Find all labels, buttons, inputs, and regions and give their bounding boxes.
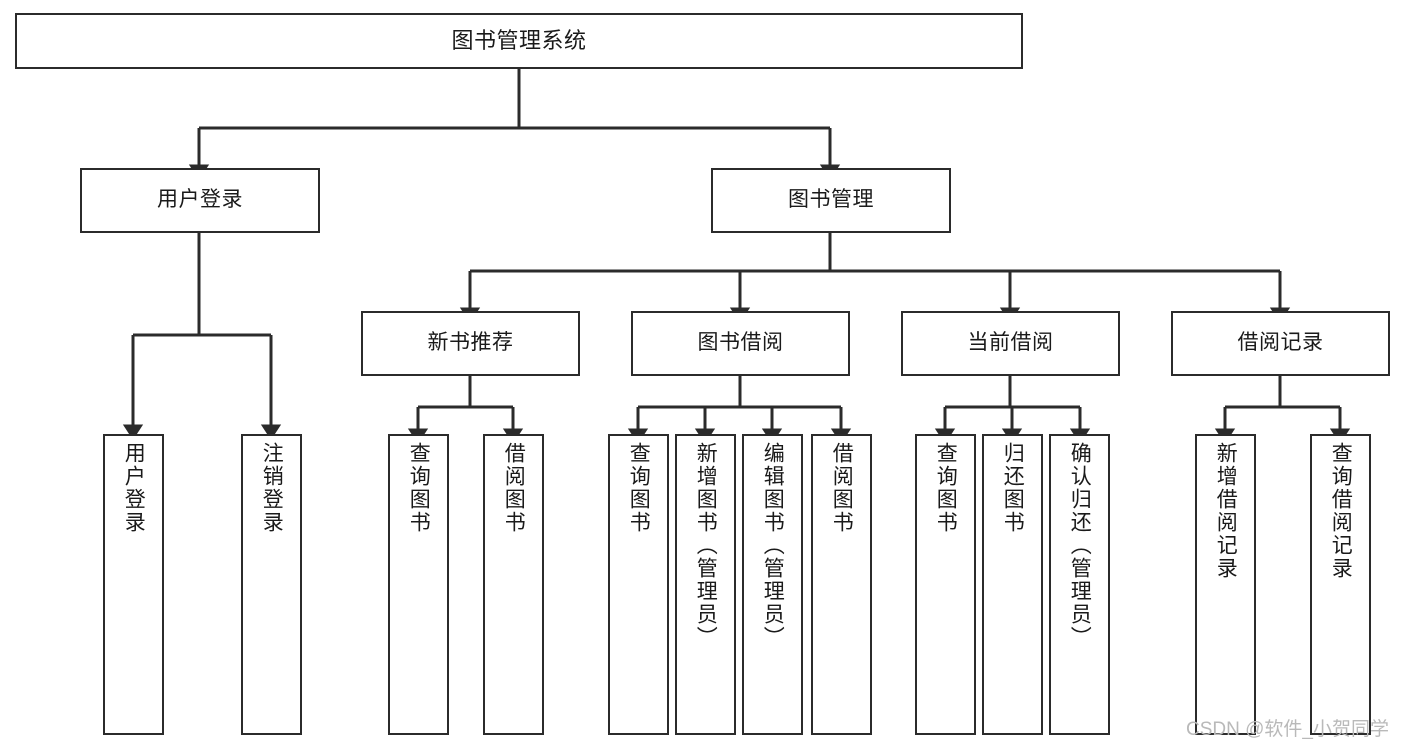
node-label: 借阅记录 [1237, 331, 1324, 355]
node-leaf-query-borrow-record[interactable]: 查询借阅记录 [1310, 434, 1371, 735]
node-book-management[interactable]: 图书管理 [711, 168, 951, 233]
node-label: 图书借阅 [697, 331, 784, 355]
node-label: 新书推荐 [427, 331, 514, 355]
node-leaf-edit-book-admin[interactable]: 编辑图书（管理员） [742, 434, 803, 735]
node-label: 编辑图书（管理员） [761, 442, 785, 649]
node-leaf-add-book-admin[interactable]: 新增图书（管理员） [675, 434, 736, 735]
node-label: 借阅图书 [830, 442, 854, 534]
node-new-book-recommend[interactable]: 新书推荐 [361, 311, 580, 376]
node-leaf-add-borrow-record[interactable]: 新增借阅记录 [1195, 434, 1256, 735]
node-label: 图书管理系统 [451, 28, 587, 54]
node-label: 借阅图书 [502, 442, 526, 534]
node-leaf-borrow-book[interactable]: 借阅图书 [811, 434, 872, 735]
node-label: 查询图书 [934, 442, 958, 534]
node-label: 注销登录 [260, 442, 284, 534]
node-leaf-query-book-recommend[interactable]: 查询图书 [388, 434, 449, 735]
node-label: 查询借阅记录 [1329, 442, 1353, 580]
node-borrow-record[interactable]: 借阅记录 [1171, 311, 1390, 376]
node-root-book-management-system[interactable]: 图书管理系统 [15, 13, 1023, 69]
node-label: 新增图书（管理员） [694, 442, 718, 649]
node-leaf-confirm-return-admin[interactable]: 确认归还（管理员） [1049, 434, 1110, 735]
node-label: 新增借阅记录 [1214, 442, 1238, 580]
node-leaf-user-login[interactable]: 用户登录 [103, 434, 164, 735]
node-label: 确认归还（管理员） [1068, 442, 1092, 649]
node-leaf-query-book-borrow[interactable]: 查询图书 [608, 434, 669, 735]
node-leaf-query-book-current[interactable]: 查询图书 [915, 434, 976, 735]
node-current-borrow[interactable]: 当前借阅 [901, 311, 1120, 376]
node-label: 查询图书 [627, 442, 651, 534]
node-user-login[interactable]: 用户登录 [80, 168, 320, 233]
node-book-borrow[interactable]: 图书借阅 [631, 311, 850, 376]
node-label: 用户登录 [122, 442, 146, 534]
node-label: 查询图书 [407, 442, 431, 534]
node-leaf-logout[interactable]: 注销登录 [241, 434, 302, 735]
node-leaf-return-book[interactable]: 归还图书 [982, 434, 1043, 735]
node-label: 归还图书 [1001, 442, 1025, 534]
node-leaf-borrow-book-recommend[interactable]: 借阅图书 [483, 434, 544, 735]
node-label: 用户登录 [157, 188, 243, 212]
node-label: 图书管理 [788, 188, 874, 212]
watermark-text: CSDN @软件_小贺同学 [1186, 719, 1389, 740]
node-label: 当前借阅 [967, 331, 1054, 355]
